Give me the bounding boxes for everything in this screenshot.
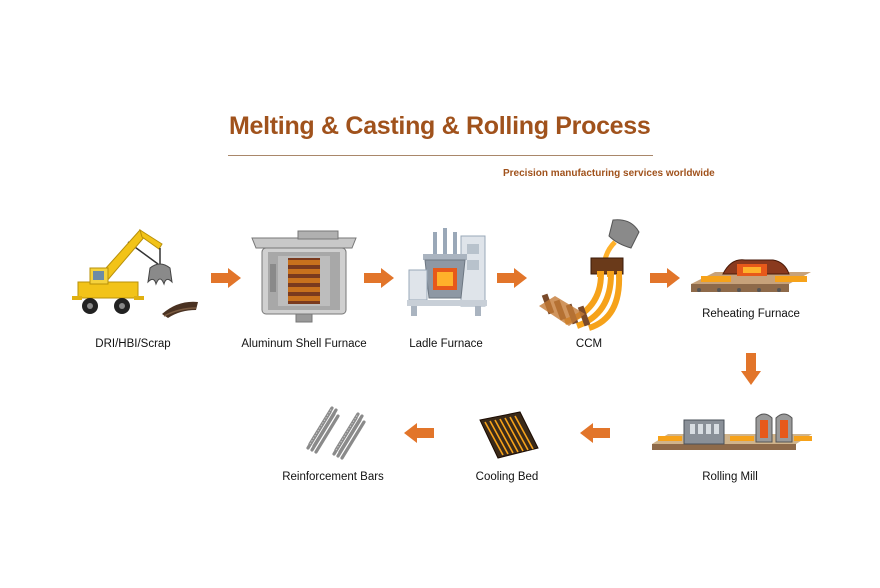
step-label-cooling-bed: Cooling Bed xyxy=(475,471,539,483)
step-label-reheating-furnace: Reheating Furnace xyxy=(702,308,800,320)
reheating-furnace-icon xyxy=(691,259,811,292)
step-label-ladle-furnace: Ladle Furnace xyxy=(409,338,483,350)
rebar-bundle-icon xyxy=(306,406,366,460)
page-subtitle: Precision manufacturing services worldwi… xyxy=(503,168,715,179)
step-label-ccm: CCM xyxy=(575,338,603,350)
scrap-crane-icon xyxy=(72,228,198,318)
arrow-down-icon xyxy=(741,353,761,385)
step-label-rolling-mill: Rolling Mill xyxy=(702,471,758,483)
step-label-scrap: DRI/HBI/Scrap xyxy=(95,338,171,350)
arrow-right-icon xyxy=(650,268,680,288)
arrow-right-icon xyxy=(364,268,394,288)
ladle-furnace-icon xyxy=(407,228,487,316)
arrow-right-icon xyxy=(497,268,527,288)
step-label-reinforcement-bars: Reinforcement Bars xyxy=(282,471,384,483)
arrow-left-icon xyxy=(404,423,434,443)
induction-furnace-icon xyxy=(251,230,357,323)
title-divider xyxy=(228,155,653,156)
continuous-casting-icon xyxy=(539,219,640,331)
rolling-mill-icon xyxy=(652,413,812,450)
page-title: Melting & Casting & Rolling Process xyxy=(229,112,651,140)
cooling-bed-icon xyxy=(479,411,539,459)
arrow-left-icon xyxy=(580,423,610,443)
arrow-right-icon xyxy=(211,268,241,288)
step-label-induction-furnace: Aluminum Shell Furnace xyxy=(241,338,367,350)
